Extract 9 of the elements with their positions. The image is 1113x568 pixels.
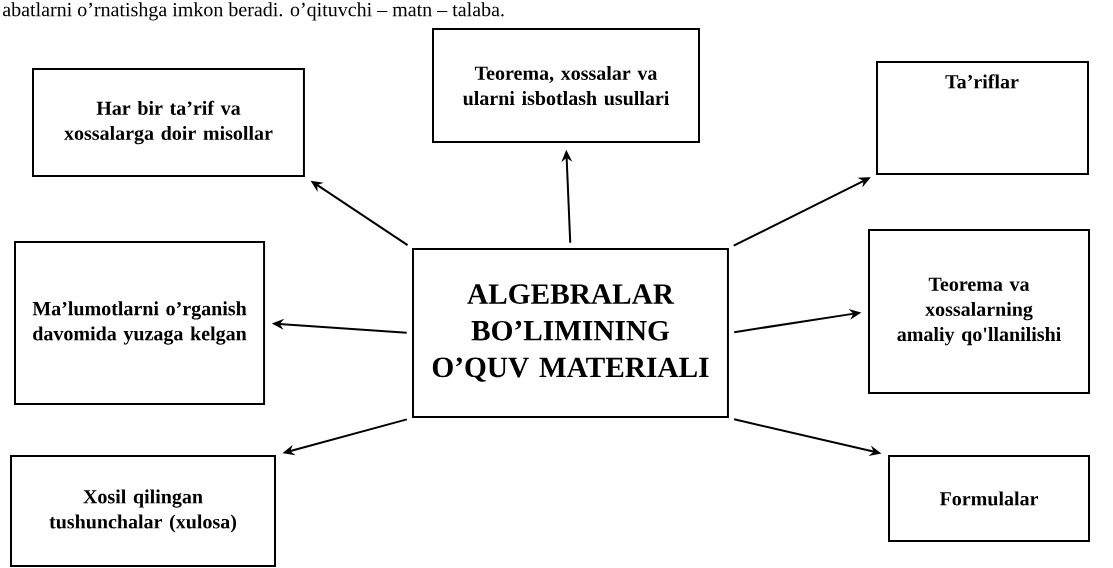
topic-box: Teorema va xossalarning amaliy qo'llanilishi <box>868 229 1090 394</box>
topic-box: Teorema, xossalar va ularni isbotlash usullari <box>432 28 700 144</box>
topic-box: Ta’riflar <box>876 61 1089 175</box>
central-box: ALGEBRALAR BO’LIMINING O’QUV MATERIALI <box>412 248 729 418</box>
topic-box: Formulalar <box>888 455 1090 543</box>
body-text: abatlarni o’rnatishga imkon beradi. o’qituvchi – matn – talaba. <box>3 2 504 21</box>
topic-box: Xosil qilingan tushunchalar (xulosa) <box>10 455 276 567</box>
topic-box: Ma’lumotlarni o’rganish davomida yuzaga kelgan <box>14 241 266 405</box>
topic-box: Har bir ta’rif va xossalarga doir misollar <box>32 68 305 177</box>
